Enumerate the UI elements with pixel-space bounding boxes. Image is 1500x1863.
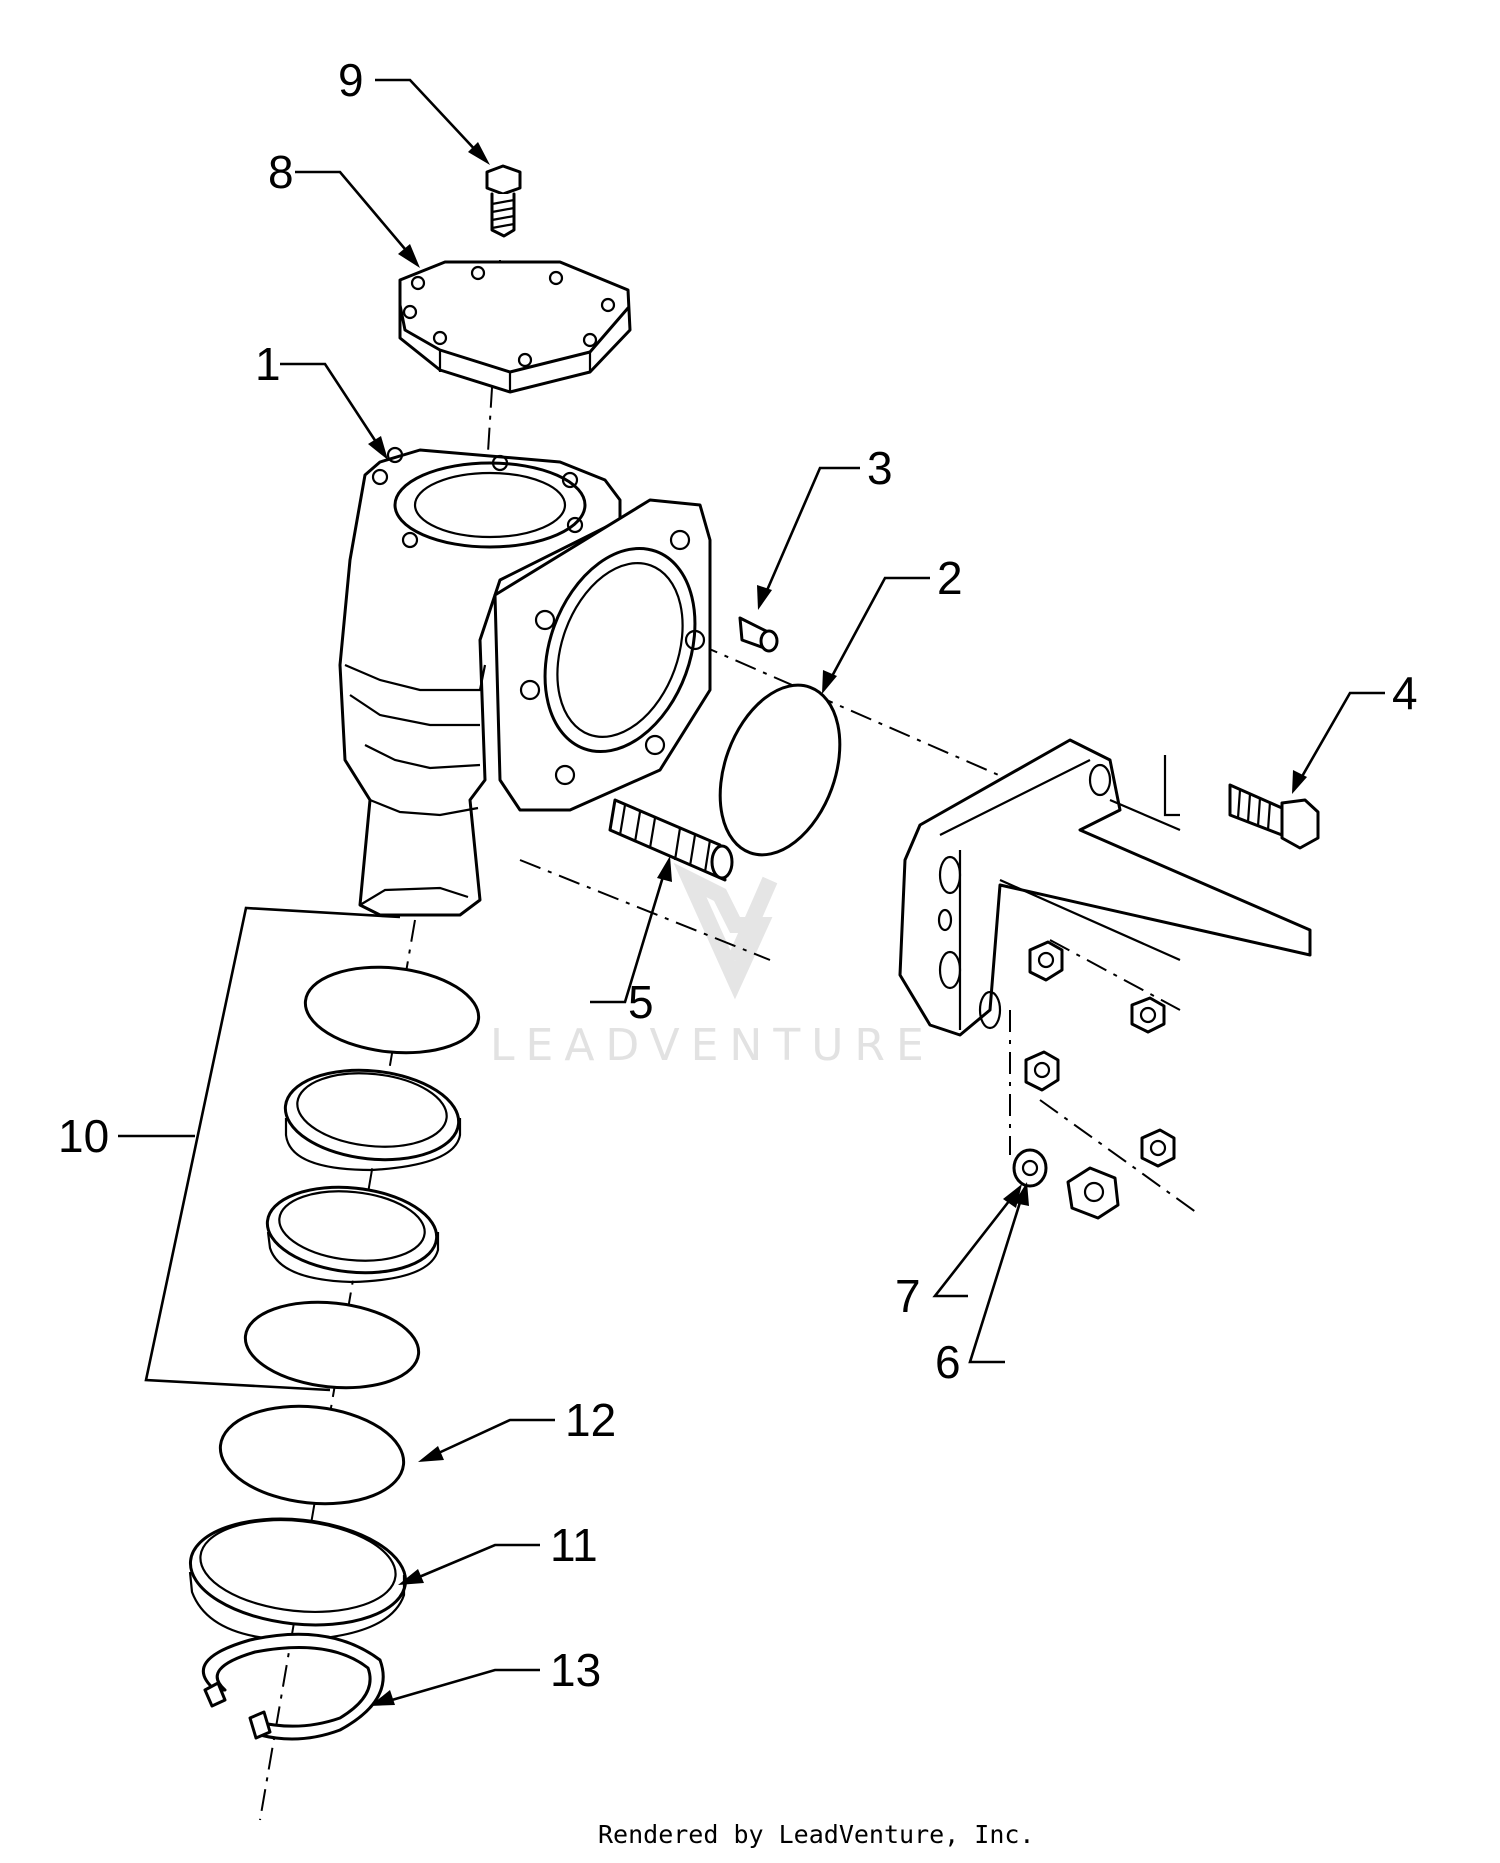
housing-part-1 bbox=[338, 446, 712, 917]
callout-label-5: 5 bbox=[628, 976, 654, 1028]
stud-part-5 bbox=[608, 798, 734, 882]
nut-part-6 bbox=[1066, 1166, 1120, 1220]
callout-label-6: 6 bbox=[935, 1336, 961, 1388]
callout-label-2: 2 bbox=[937, 552, 963, 604]
callout-label-13: 13 bbox=[550, 1644, 601, 1696]
callout-labels: 9 8 1 3 2 4 5 10 7 6 12 11 13 bbox=[58, 54, 1418, 1696]
seal-kit-part-10 bbox=[243, 965, 481, 1390]
callout-label-12: 12 bbox=[565, 1394, 616, 1446]
bracket-nuts bbox=[1024, 940, 1176, 1168]
callout-label-10: 10 bbox=[58, 1110, 109, 1162]
callout-label-1: 1 bbox=[255, 338, 281, 390]
callout-label-11: 11 bbox=[550, 1519, 598, 1571]
bolt-part-9 bbox=[485, 164, 522, 238]
kit-bracket-10 bbox=[144, 906, 401, 1392]
watermark: LEADVENTURE bbox=[490, 862, 935, 1071]
snap-ring-part-13 bbox=[201, 1632, 385, 1741]
leader-lines bbox=[118, 78, 1385, 1706]
o-ring-part-2 bbox=[718, 683, 842, 857]
callout-label-7: 7 bbox=[895, 1270, 921, 1322]
cover-part-8 bbox=[398, 260, 632, 394]
o-ring-part-12 bbox=[218, 1404, 406, 1506]
callout-label-9: 9 bbox=[338, 54, 364, 106]
callout-label-3: 3 bbox=[867, 442, 893, 494]
watermark-logo-icon bbox=[673, 862, 778, 1000]
render-credit: Rendered by LeadVenture, Inc. bbox=[598, 1820, 1035, 1849]
callout-label-4: 4 bbox=[1392, 667, 1418, 719]
watermark-text: LEADVENTURE bbox=[490, 1020, 935, 1071]
dowel-pin-part-3 bbox=[738, 616, 779, 653]
lock-washer-hole bbox=[1021, 1159, 1039, 1177]
bearing-race-part-11 bbox=[188, 1517, 408, 1642]
bolt-part-4 bbox=[1228, 783, 1320, 850]
callout-label-8: 8 bbox=[268, 146, 294, 198]
lock-washer-part-7 bbox=[1012, 1148, 1048, 1188]
mounting-bracket bbox=[898, 738, 1312, 1037]
